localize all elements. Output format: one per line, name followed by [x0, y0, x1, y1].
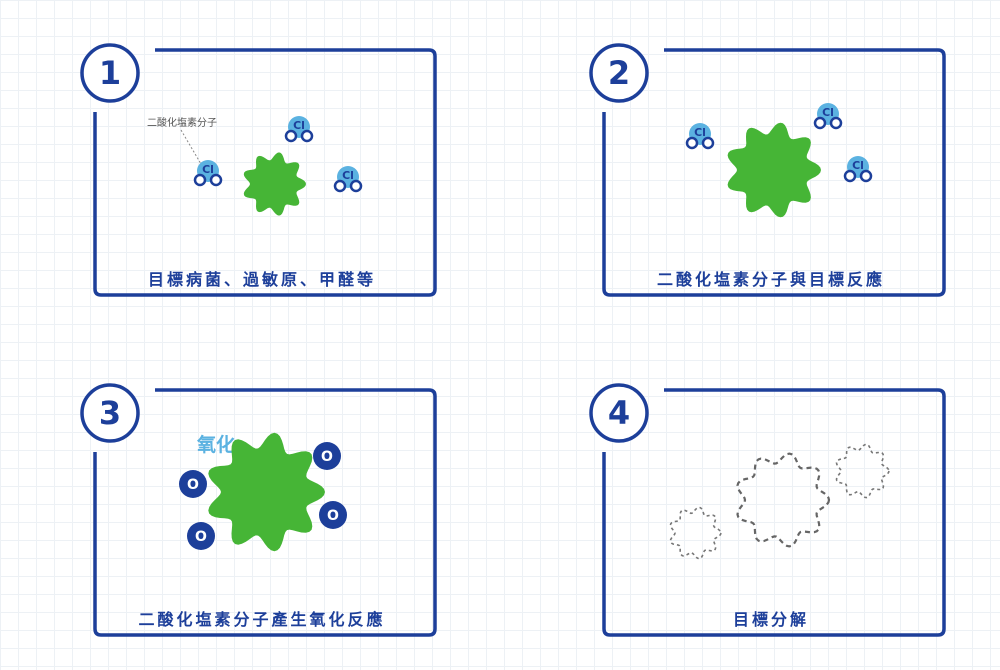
oxygen-atom: O — [319, 501, 347, 529]
oxidation-label: 氧化 — [197, 434, 236, 456]
step-3-illustration: O O O O — [179, 432, 347, 552]
chlorine-symbol: Cl — [342, 169, 354, 182]
target-pathogen — [727, 122, 821, 218]
oxygen-atom — [829, 116, 843, 130]
chlorine-symbol: Cl — [852, 159, 864, 172]
clo2-molecule: Cl — [284, 116, 314, 143]
chlorine-symbol: Cl — [202, 163, 214, 176]
step-caption: 二酸化塩素分子與目標反應 — [656, 270, 885, 289]
oxygen-atom — [284, 129, 298, 143]
oxygen-atom — [813, 116, 827, 130]
step-caption: 目標分解 — [732, 610, 809, 629]
decomposed-target-outline — [835, 443, 890, 499]
clo2-molecule: Cl — [843, 156, 873, 183]
oxygen-atom — [685, 136, 699, 150]
step-caption: 目標病菌、過敏原、甲醛等 — [147, 270, 376, 289]
step-4-panel: 4 目標分解 — [586, 380, 946, 650]
clo2-molecule: Cl — [333, 166, 363, 193]
chlorine-symbol: Cl — [694, 126, 706, 139]
oxygen-atom — [209, 173, 223, 187]
target-pathogen — [243, 152, 306, 216]
step-1-frame — [80, 43, 437, 297]
oxygen-atom-body — [319, 501, 347, 529]
step-number: 2 — [607, 54, 631, 92]
oxygen-atom: O — [179, 470, 207, 498]
oxygen-atom: O — [187, 522, 215, 550]
oxygen-atom — [300, 129, 314, 143]
label-pointer — [180, 129, 202, 165]
chlorine-symbol: Cl — [822, 106, 834, 119]
oxygen-atom — [859, 169, 873, 183]
step-number: 3 — [98, 394, 122, 432]
step-3-frame — [80, 383, 437, 637]
step-number: 1 — [98, 54, 122, 92]
oxygen-atom — [701, 136, 715, 150]
oxygen-atom — [333, 179, 347, 193]
chlorine-symbol: Cl — [293, 119, 305, 132]
clo2-molecule: Cl — [685, 123, 715, 150]
step-2-frame — [589, 43, 946, 297]
oxygen-symbol: O — [327, 508, 339, 524]
step-3-panel: 3 氧化 O O O O 二酸化塩素分子產生氧化反應 — [77, 380, 437, 650]
step-4-illustration — [669, 443, 890, 560]
step-1-illustration: Cl Cl Cl — [180, 116, 363, 216]
step-caption: 二酸化塩素分子產生氧化反應 — [138, 610, 386, 629]
clo2-molecule: Cl — [813, 103, 843, 130]
step-2-illustration: Cl Cl Cl — [685, 103, 873, 218]
target-pathogen — [208, 432, 325, 552]
decomposed-target-outline — [736, 452, 831, 548]
oxygen-atom — [193, 173, 207, 187]
oxygen-atom: O — [313, 442, 341, 470]
clo2-molecule: Cl — [193, 160, 223, 187]
oxygen-atom-body — [313, 442, 341, 470]
step-2-panel: 2 Cl Cl Cl 二酸化塩素分子與目標反應 — [586, 40, 946, 310]
oxygen-atom-body — [179, 470, 207, 498]
decomposed-target-outline — [669, 506, 722, 560]
oxygen-symbol: O — [195, 529, 207, 545]
oxygen-atom-body — [187, 522, 215, 550]
step-number: 4 — [607, 394, 631, 432]
step-4-frame — [589, 383, 946, 637]
molecule-label: 二酸化塩素分子 — [147, 118, 217, 129]
step-1-panel: 1 二酸化塩素分子 Cl Cl Cl 目標病菌、過敏原、甲醛等 — [77, 40, 437, 310]
oxygen-atom — [843, 169, 857, 183]
oxygen-symbol: O — [187, 477, 199, 493]
oxygen-atom — [349, 179, 363, 193]
oxygen-symbol: O — [321, 449, 333, 465]
